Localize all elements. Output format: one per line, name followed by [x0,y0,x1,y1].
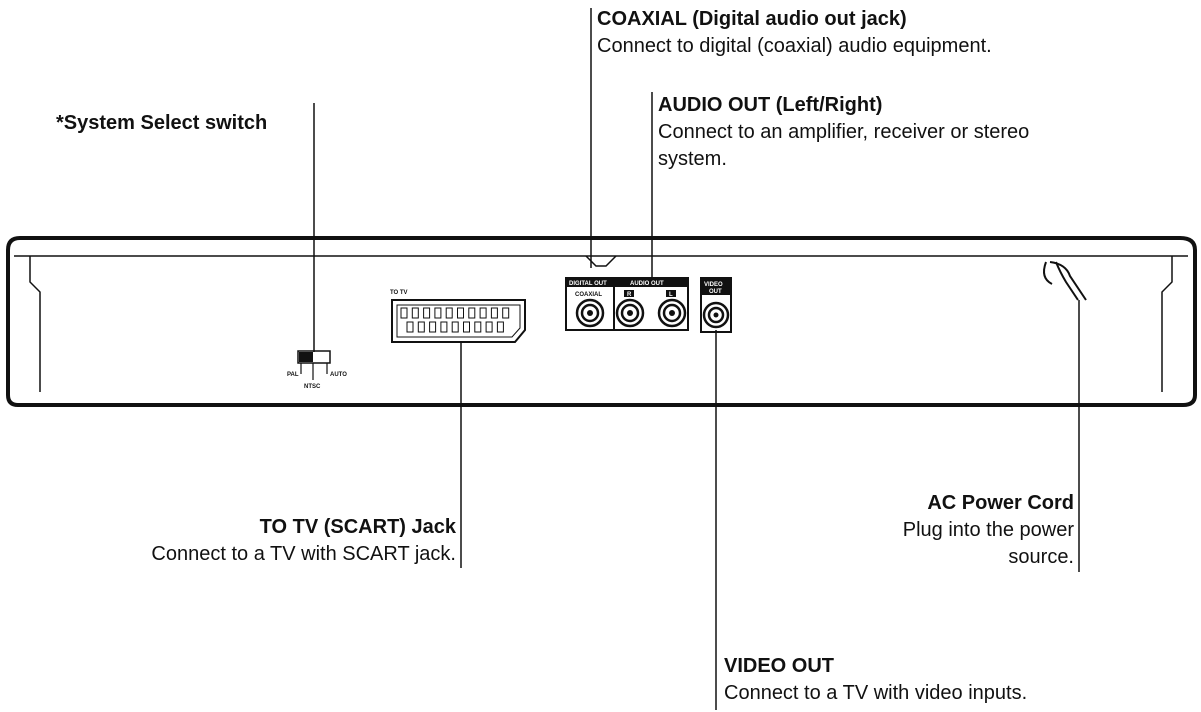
coaxial-annotation: COAXIAL (Digital audio out jack) Connect… [597,6,992,60]
switch-pal-label: PAL [287,372,299,378]
scart-pin [463,321,470,333]
chassis-left-bracket [29,256,41,392]
coaxial-panel-label: COAXIAL [575,292,602,298]
scart-pin [406,321,414,333]
system-select-title: *System Select switch [56,112,268,134]
audio-out-desc-line2: system. [658,148,727,170]
audio-out-annotation: AUDIO OUT (Left/Right) Connect to an amp… [658,92,1029,173]
ac-power-cord [1043,261,1087,301]
system-select-switch: PAL AUTO NTSC [287,350,347,390]
scart-pin [485,321,493,333]
out-panel-label: OUT [709,289,722,295]
scart-desc: Connect to a TV with SCART jack. [151,543,456,565]
digital-out-label: DIGITAL OUT [569,281,607,287]
scart-pin [423,307,431,319]
scart-to-tv-label: TO TV [390,290,408,296]
video-out-jack: VIDEO OUT [700,277,732,333]
switch-ntsc-label: NTSC [304,384,321,390]
ac-power-annotation: AC Power Cord Plug into the power source… [820,490,1074,571]
scart-pin [474,321,482,333]
chassis-right-bracket [1161,256,1173,392]
scart-pins-bottom [406,321,504,333]
audio-l-label: L [669,292,673,298]
scart-pin [496,321,504,333]
digital-audio-block: DIGITAL OUT COAXIAL AUDIO OUT R L [565,277,689,331]
scart-pins-top [400,307,510,319]
chassis-outline [6,236,1197,407]
audio-out-desc-line1: Connect to an amplifier, receiver or ste… [658,121,1030,143]
video-out-annotation: VIDEO OUT Connect to a TV with video inp… [724,653,1027,707]
scart-pin [468,307,476,319]
scart-pin [445,307,453,319]
scart-pin [451,321,459,333]
ac-power-title: AC Power Cord [927,492,1074,514]
scart-pin [434,307,442,319]
video-out-desc: Connect to a TV with video inputs. [724,682,1028,704]
scart-pin [502,307,510,319]
video-out-title: VIDEO OUT [724,655,835,677]
system-select-annotation: *System Select switch [56,110,267,137]
scart-pin [429,321,437,333]
scart-pin [479,307,487,319]
scart-pin [400,307,408,319]
scart-pin [490,307,498,319]
audio-r-label: R [627,292,632,298]
ac-power-desc-line1: Plug into the power [902,519,1074,541]
scart-jack: TO TV [390,290,526,343]
audio-out-panel-label: AUDIO OUT [630,281,664,287]
coaxial-title: COAXIAL (Digital audio out jack) [597,8,907,30]
audio-out-title: AUDIO OUT (Left/Right) [658,94,883,116]
scart-title: TO TV (SCART) Jack [259,516,456,538]
coaxial-desc: Connect to digital (coaxial) audio equip… [597,35,992,57]
video-panel-label: VIDEO [704,282,723,288]
scart-annotation: TO TV (SCART) Jack Connect to a TV with … [60,514,456,568]
ac-power-desc-line2: source. [1008,546,1074,568]
scart-pin [417,321,425,333]
scart-pin [457,307,464,319]
scart-pin [411,307,419,319]
scart-pin [440,321,448,333]
switch-auto-label: AUTO [330,372,347,378]
